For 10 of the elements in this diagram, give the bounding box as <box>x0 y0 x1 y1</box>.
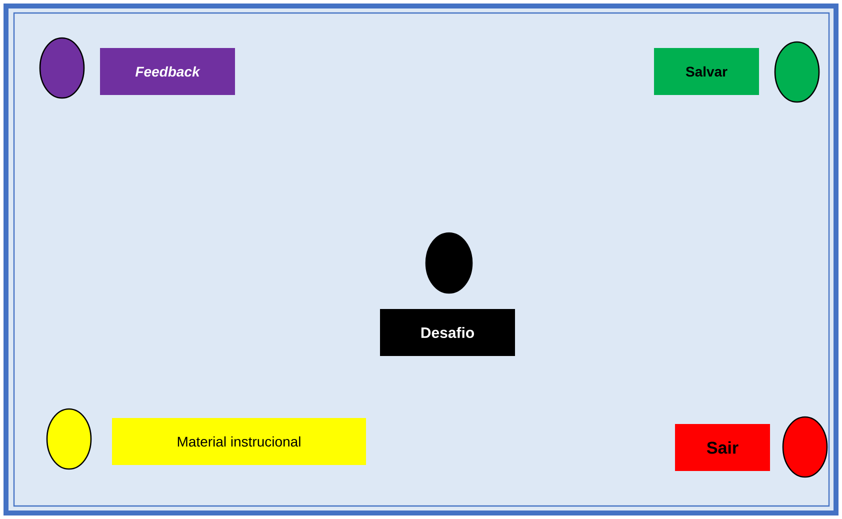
label-box: Sair <box>675 424 770 471</box>
ellipse-button <box>39 37 85 99</box>
label-box: Desafio <box>380 309 515 356</box>
label-box: Material instrucional <box>112 418 366 465</box>
ellipse-button <box>782 416 828 478</box>
ellipse-button <box>46 408 92 470</box>
label-box: Salvar <box>654 48 760 95</box>
ellipse-button <box>425 232 473 294</box>
label-box: Feedback <box>100 48 235 95</box>
ellipse-button <box>774 41 820 103</box>
